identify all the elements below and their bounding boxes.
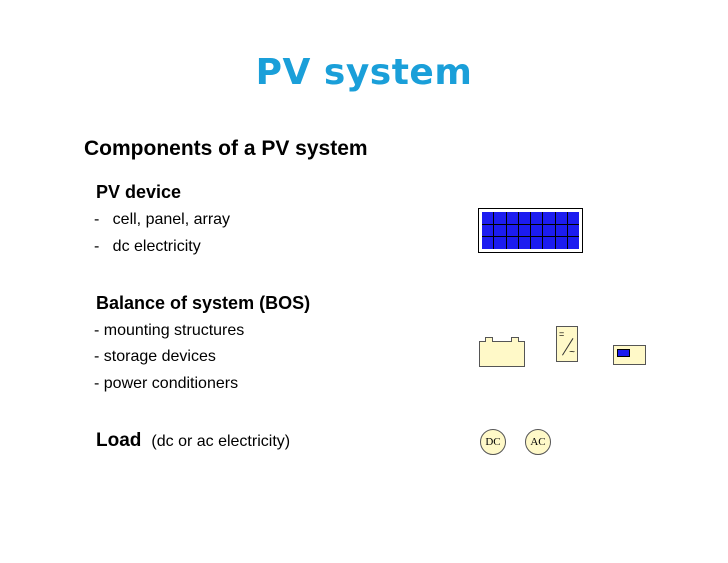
pv-cell [567, 237, 579, 249]
pv-cell [543, 224, 555, 237]
load-note: (dc or ac electricity) [151, 433, 291, 450]
pv-cell [543, 237, 555, 249]
pv-cell [531, 237, 543, 249]
section-heading: Components of a PV system [84, 137, 368, 160]
load-line: Load (dc or ac electricity) [96, 430, 290, 452]
pv-device-item-dc: - dc electricity [94, 238, 201, 255]
pv-cell [567, 212, 579, 224]
charge-controller-icon [613, 345, 646, 365]
pv-cell [494, 224, 506, 237]
battery-terminal-left [485, 337, 493, 342]
pv-cell [531, 212, 543, 224]
ac-load-label: AC [530, 436, 546, 448]
inverter-dc-symbol: = [559, 329, 565, 339]
bos-item-power: - power conditioners [94, 375, 239, 392]
pv-cell [518, 224, 530, 237]
inverter-icon: = ~ [556, 326, 578, 362]
bos-item-storage: - storage devices [94, 348, 216, 365]
pv-cell [494, 237, 506, 249]
pv-cell [506, 237, 518, 249]
pv-cell [506, 224, 518, 237]
pv-cell [555, 224, 567, 237]
pv-cell [482, 224, 494, 237]
pv-device-item-cells: - cell, panel, array [94, 211, 231, 228]
pv-cell [482, 212, 494, 224]
inverter-ac-symbol: ~ [569, 347, 575, 358]
slide-title: PV system [255, 52, 473, 93]
pv-panel-icon [478, 208, 583, 253]
battery-icon [479, 337, 525, 367]
pv-cell [543, 212, 555, 224]
pv-cell [518, 237, 530, 249]
dc-load-label: DC [485, 436, 501, 448]
pv-cell-grid [482, 212, 579, 249]
pv-cell [482, 237, 494, 249]
pv-cell [494, 212, 506, 224]
pv-cell [531, 224, 543, 237]
controller-display [617, 349, 630, 357]
pv-cell [555, 212, 567, 224]
pv-cell [506, 212, 518, 224]
pv-cell [518, 212, 530, 224]
dc-load-icon: DC [480, 429, 506, 455]
pv-cell [555, 237, 567, 249]
bos-label: Balance of system (BOS) [96, 293, 311, 313]
pv-cell [567, 224, 579, 237]
pv-device-label: PV device [96, 182, 182, 202]
load-label: Load [96, 430, 142, 451]
bos-item-mounting: - mounting structures [94, 322, 245, 339]
ac-load-icon: AC [525, 429, 551, 455]
battery-terminal-right [511, 337, 519, 342]
